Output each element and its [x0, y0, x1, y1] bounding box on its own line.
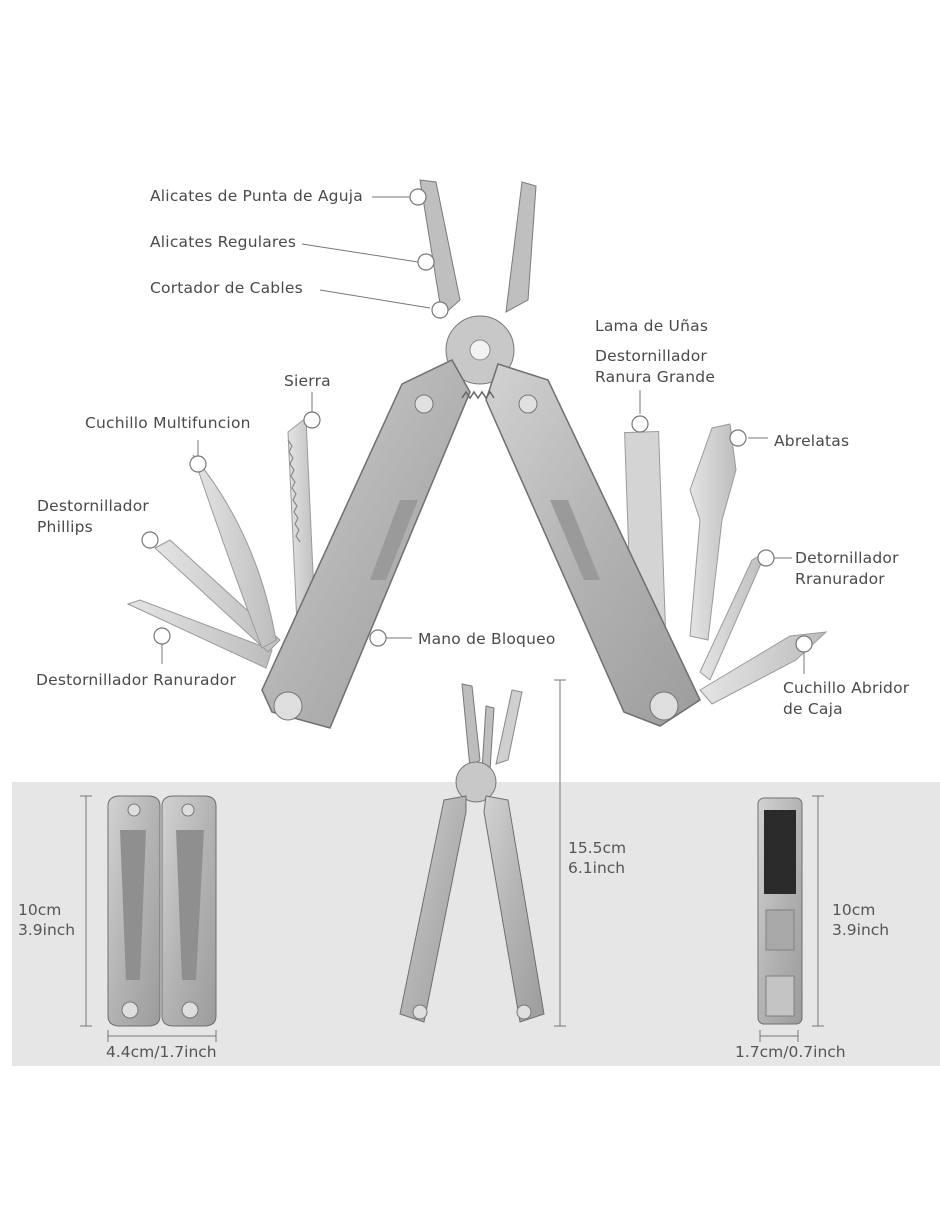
dim-side-height-in: 3.9inch — [832, 921, 890, 939]
open-small-view — [399, 683, 545, 1023]
dim-open-height-cm: 15.5cm — [568, 839, 627, 857]
saw-teeth — [287, 439, 301, 543]
label-needle-nose-pliers: Alicates de Punta de Aguja — [150, 187, 363, 205]
pivot-screw — [469, 339, 491, 361]
can-opener — [689, 423, 737, 641]
phillips-screwdriver — [154, 539, 281, 653]
spring — [461, 390, 495, 400]
open-dimension-line — [554, 679, 566, 1027]
label-box-knife-line1: Cuchillo Abridor — [783, 679, 910, 697]
label-phillips-line2: Phillips — [37, 518, 93, 536]
jaw-left — [419, 179, 461, 317]
dim-side-height-cm: 10cm — [832, 901, 876, 919]
rivet — [649, 691, 679, 721]
jaw-right — [505, 181, 537, 313]
label-lock: Mano de Bloqueo — [418, 630, 556, 648]
callout-markers — [141, 188, 813, 653]
handle-left-cutout — [370, 500, 418, 580]
front-dimension-lines — [80, 795, 217, 1042]
handle-right-cutout — [550, 500, 600, 580]
label-large-slot-line1: Destornillador — [595, 347, 707, 365]
side-dimension-lines — [759, 795, 824, 1042]
dim-front-height-cm: 10cm — [18, 901, 62, 919]
handle-left — [261, 359, 471, 729]
multi-knife-blade — [192, 454, 277, 649]
label-can-opener: Abrelatas — [774, 432, 850, 450]
slotted-screwdriver-left — [126, 599, 273, 669]
label-phillips-line1: Destornillador — [37, 497, 149, 515]
label-slotted-left: Destornillador Ranurador — [36, 671, 237, 689]
folded-side-view — [757, 797, 803, 1025]
dim-side-width: 1.7cm/0.7inch — [735, 1043, 846, 1061]
label-slotted-right-line2: Rranurador — [795, 570, 885, 588]
dim-open-height-in: 6.1inch — [568, 859, 626, 877]
label-large-slot-line2: Ranura Grande — [595, 368, 716, 386]
label-nail-file: Lama de Uñas — [595, 317, 709, 335]
rivet — [518, 394, 538, 414]
label-wire-cutter: Cortador de Cables — [150, 279, 303, 297]
dim-front-height-in: 3.9inch — [18, 921, 76, 939]
folded-front-view — [107, 795, 217, 1027]
rivet — [414, 394, 434, 414]
rivet — [273, 691, 303, 721]
label-slotted-right-line1: Detornillador — [795, 549, 899, 567]
leader-lines — [149, 196, 805, 674]
dim-front-width: 4.4cm/1.7inch — [106, 1043, 217, 1061]
main-pliers — [261, 179, 701, 729]
label-multi-knife: Cuchillo Multifuncion — [85, 414, 251, 432]
label-box-knife-line2: de Caja — [783, 700, 843, 718]
handle-right — [485, 363, 701, 727]
label-saw: Sierra — [284, 372, 331, 390]
label-regular-pliers: Alicates Regulares — [150, 233, 297, 251]
